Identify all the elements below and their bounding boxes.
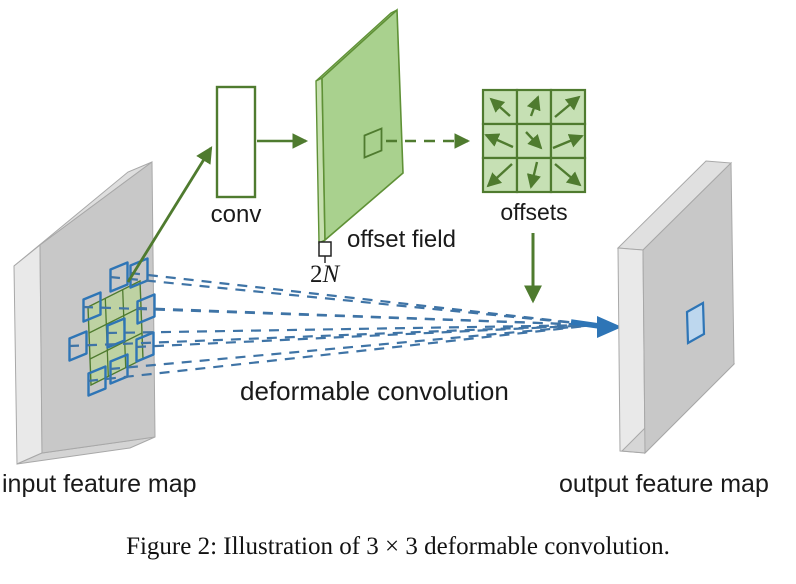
offset-depth-handle	[318, 241, 332, 257]
projection-line	[106, 323, 596, 335]
output-arrowhead-icon	[597, 316, 622, 338]
offset-arrow-right-icon	[552, 134, 584, 150]
offsets-grid	[481, 88, 587, 194]
output-map-front-face	[642, 161, 735, 455]
output-position-square	[685, 301, 706, 345]
projection-line	[135, 323, 596, 349]
output-map-side-face	[617, 247, 646, 454]
projection-line	[129, 271, 596, 327]
offset-channels-variable: N	[322, 261, 341, 288]
output-feature-map-label: output feature map	[559, 470, 769, 498]
offset-channels-label: 2N	[310, 261, 341, 288]
projection-line	[68, 323, 596, 348]
offset-arrow-down-right-icon	[554, 163, 582, 187]
sampling-square	[106, 317, 126, 349]
deformable-convolution-label: deformable convolution	[240, 376, 509, 406]
offset-arrow-up-left-icon	[489, 97, 511, 117]
projection-line	[136, 306, 596, 327]
figure-caption: Figure 2: Illustration of 3 × 3 deformab…	[126, 533, 670, 560]
offset-arrow-down-icon	[526, 161, 541, 189]
sampling-square	[136, 293, 156, 325]
input-feature-map-label: input feature map	[2, 470, 197, 498]
offset-channels-coefficient: 2	[310, 261, 323, 288]
offsets-grid-arrows	[484, 95, 584, 189]
output-arrow	[570, 316, 622, 338]
offset-cell-marker	[363, 127, 383, 159]
offset-field-slab	[315, 8, 404, 263]
grid-line-horizontal	[89, 332, 143, 360]
conv-box	[215, 85, 257, 199]
offset-field-label: offset field	[347, 226, 456, 253]
output-arrow-shaft	[570, 319, 600, 329]
projection-lines	[68, 271, 596, 383]
projection-line	[109, 275, 596, 327]
output-feature-map-slab	[616, 160, 736, 455]
offset-arrow-up-right-icon	[554, 95, 581, 118]
offset-arrow-down-left-icon	[486, 163, 513, 188]
offset-arrow-left-icon	[484, 133, 514, 149]
input-map-side-face	[13, 243, 43, 465]
offsets-label: offsets	[500, 199, 567, 225]
projection-line	[109, 323, 596, 371]
sampling-square	[68, 330, 88, 362]
conv-label: conv	[211, 201, 262, 228]
offset-arrow-down-right-icon	[525, 131, 543, 150]
sampling-square	[82, 291, 102, 323]
sampling-square	[135, 331, 155, 363]
offset-field-front-face	[321, 8, 404, 242]
sampling-square	[109, 261, 129, 293]
projection-line	[87, 323, 596, 383]
offset-arrow-up-icon	[526, 95, 541, 117]
grid-line-horizontal	[88, 306, 142, 334]
arrow-input-to-conv	[126, 146, 213, 283]
sampling-square	[87, 365, 107, 397]
